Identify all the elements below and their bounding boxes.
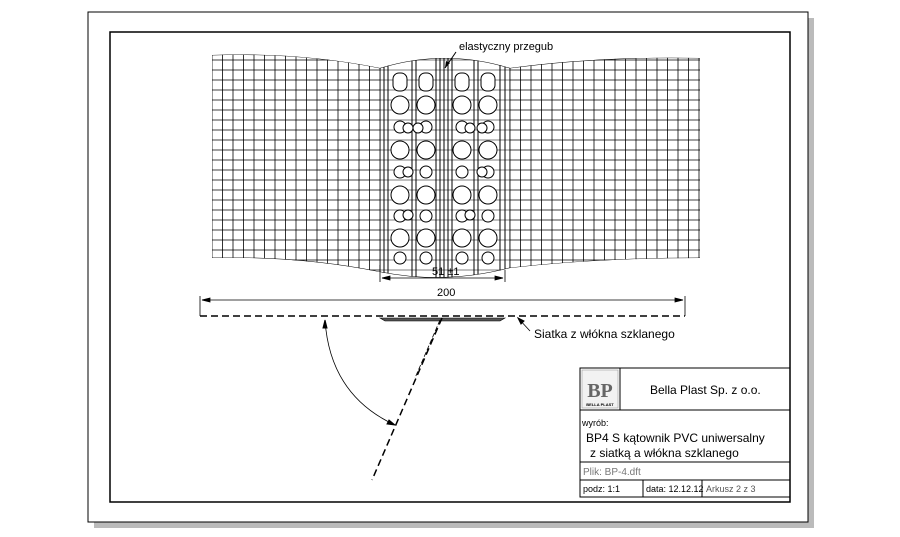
product-line2: z siatką a włókna szklanego	[590, 446, 739, 460]
company-name: Bella Plast Sp. z o.o.	[650, 383, 761, 397]
strip-edge	[380, 58, 510, 278]
hole	[478, 185, 498, 205]
hole	[390, 228, 410, 248]
hole	[393, 251, 407, 265]
hole	[478, 140, 498, 160]
dimension-total-label: 200	[437, 287, 455, 299]
hole	[455, 165, 469, 179]
slot	[454, 72, 470, 92]
hole	[390, 185, 410, 205]
pvc-profile-strip	[380, 58, 510, 278]
hole	[481, 251, 495, 265]
hole	[464, 209, 476, 221]
hole	[419, 209, 433, 223]
title-block	[579, 367, 791, 498]
hole	[416, 140, 436, 160]
logo-caption: BELLA PLAST	[586, 402, 614, 407]
hole	[416, 185, 436, 205]
fiberglass-mesh	[212, 54, 700, 272]
hole	[455, 251, 469, 265]
mesh-label: Siatka z włókna szklanego	[534, 327, 675, 341]
hole	[416, 228, 436, 248]
hole	[402, 209, 414, 221]
hole	[478, 95, 498, 115]
dimension-strip	[379, 265, 506, 282]
hole	[481, 209, 495, 223]
logo-letters: BP	[587, 380, 613, 402]
hole	[416, 95, 436, 115]
hole	[478, 228, 498, 248]
hole	[452, 228, 472, 248]
hole	[419, 251, 433, 265]
hole	[390, 140, 410, 160]
hole	[452, 95, 472, 115]
sheet-number: Arkusz 2 z 3	[706, 484, 756, 494]
hole	[476, 166, 488, 178]
hole	[419, 165, 433, 179]
hole	[452, 185, 472, 205]
drawing-frame	[109, 31, 791, 503]
slot	[480, 72, 496, 92]
hole	[412, 122, 424, 134]
file-name: Plik: BP-4.dft	[583, 467, 641, 478]
dimension-strip-label: 51 ±1	[432, 266, 459, 278]
hole	[464, 122, 476, 134]
mesh-panel	[510, 57, 700, 268]
joint-label: elastyczny przegub	[459, 41, 553, 53]
profile-section	[200, 315, 685, 481]
bella-plast-logo: BP BELLA PLAST	[581, 369, 619, 409]
hole	[402, 122, 414, 134]
hole	[476, 122, 488, 134]
scale: podz: 1:1	[583, 484, 620, 494]
date: data: 12.12.12	[646, 484, 704, 494]
dimension-total	[199, 296, 686, 316]
product-line1: BP4 S kątownik PVC uniwersalny	[586, 431, 765, 445]
hole	[390, 95, 410, 115]
product-label: wyrób:	[581, 418, 609, 428]
hole	[452, 140, 472, 160]
slot	[418, 72, 434, 92]
hole	[402, 166, 414, 178]
joint-arrow-icon	[445, 61, 450, 68]
slot	[392, 72, 408, 92]
